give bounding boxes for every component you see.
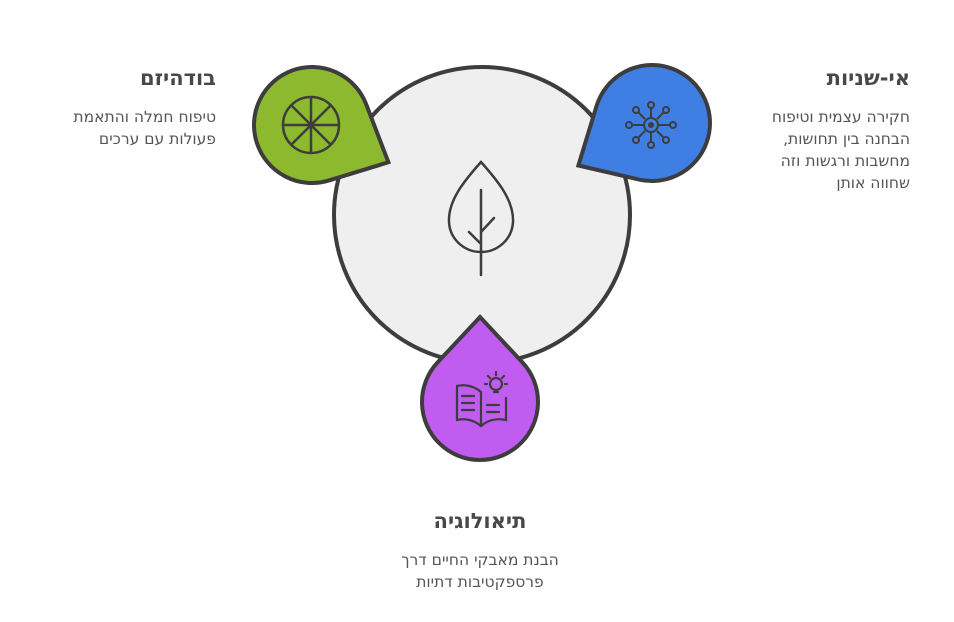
network-icon [625, 101, 677, 149]
description-line: שחווה אותן [836, 174, 910, 192]
item-description: טיפוח חמלה והתאמת פעולות עם ערכים [73, 106, 216, 150]
item-description: הבנת מאבקי החיים דרך פרספקטיבות דתיות [330, 549, 630, 593]
theology-drop [420, 314, 540, 462]
tree-icon [447, 160, 515, 277]
description-line: פעולות עם ערכים [98, 130, 216, 148]
description-line: הבחנה בין תחושות, [783, 130, 910, 148]
book-idea-icon [455, 370, 509, 428]
dharma-wheel-icon [281, 95, 341, 155]
description-line: טיפוח חמלה והתאמת [73, 108, 216, 126]
item-title: בודהיזם [139, 66, 216, 90]
item-theology: תיאולוגיה הבנת מאבקי החיים דרך פרספקטיבו… [330, 509, 630, 593]
item-buddhism: בודהיזם טיפוח חמלה והתאמת פעולות עם ערכי… [73, 66, 216, 150]
item-non-duality: אי-שניות חקירה עצמית וטיפוח הבחנה בין תח… [772, 66, 910, 194]
item-description: חקירה עצמית וטיפוח הבחנה בין תחושות, מחש… [772, 106, 910, 194]
description-line: הבנת מאבקי החיים דרך [401, 551, 559, 569]
description-line: פרספקטיבות דתיות [416, 573, 544, 591]
description-line: מחשבות ורגשות וזה [780, 152, 910, 170]
item-title: תיאולוגיה [433, 509, 527, 533]
description-line: חקירה עצמית וטיפוח [771, 108, 910, 126]
item-title: אי-שניות [826, 66, 910, 90]
